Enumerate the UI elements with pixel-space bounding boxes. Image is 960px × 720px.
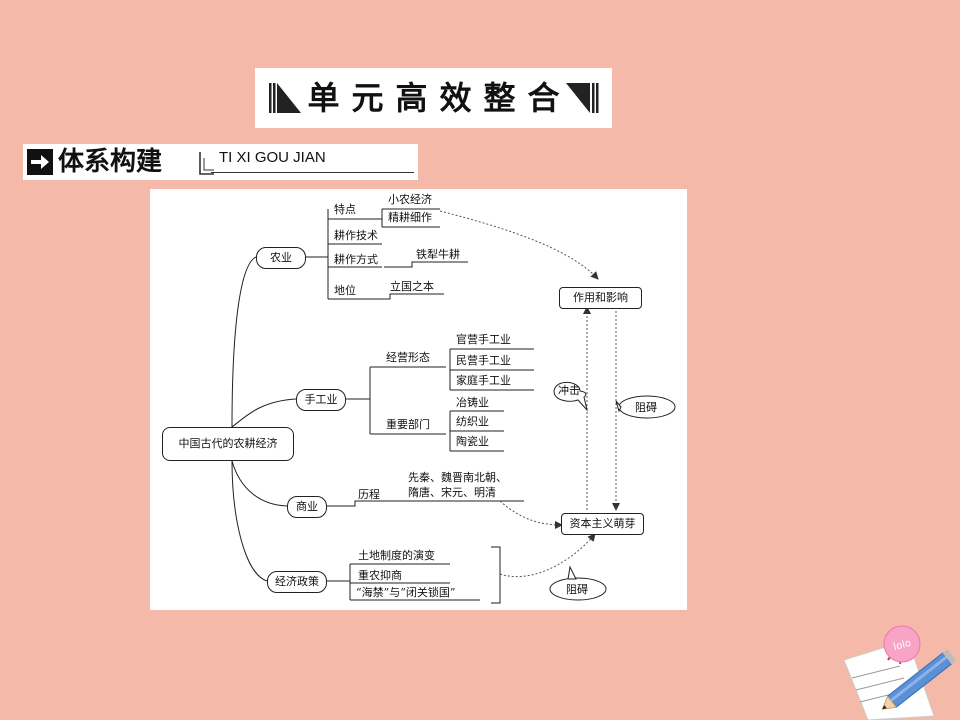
section-subtitle: TI XI GOU JIAN: [219, 149, 326, 166]
handicraft-sector-textile: 纺织业: [456, 415, 489, 428]
title-left-ornament-icon: [269, 83, 301, 113]
agri-method-value: 铁犁牛耕: [416, 248, 460, 261]
agriculture-node: 农业: [256, 247, 306, 269]
capitalism-node: 资本主义萌芽: [561, 513, 644, 535]
stamp-text: lolo: [892, 638, 912, 653]
handicraft-sector-metal: 冶铸业: [456, 396, 489, 409]
corner-bracket-icon: [199, 152, 214, 175]
agri-features-label: 特点: [334, 203, 356, 216]
agri-status-label: 地位: [334, 284, 356, 297]
concept-map: 中国古代的农耕经济 农业 特点 小农经济 精耕细作 耕作技术 耕作方式 铁犁牛耕…: [150, 189, 687, 610]
section-heading: 体系构建 TI XI GOU JIAN: [23, 144, 418, 180]
handicraft-sector-ceramic: 陶瓷业: [456, 435, 489, 448]
influence-node: 作用和影响: [559, 287, 642, 309]
agri-method-label: 耕作方式: [334, 253, 378, 266]
section-underline: [211, 172, 414, 173]
unit-title: 单元高效整合: [307, 79, 572, 117]
commerce-history-label: 历程: [358, 488, 380, 501]
arrow-box-icon: [27, 149, 53, 175]
impact-bubble-label: 冲击: [558, 384, 580, 397]
agri-feature-intensive: 精耕细作: [388, 211, 432, 224]
section-title: 体系构建: [58, 147, 163, 177]
handicraft-sectors-label: 重要部门: [386, 418, 430, 431]
handicraft-form-private: 民营手工业: [456, 354, 511, 367]
agri-feature-small-peasant: 小农经济: [388, 193, 432, 206]
hinder-bubble-label-1: 阻碍: [635, 401, 657, 414]
policy-agri-priority: 重农抑商: [358, 569, 402, 582]
pencil-paper-icon: lolo: [843, 625, 957, 720]
agri-technique-label: 耕作技术: [334, 229, 378, 242]
agri-status-value: 立国之本: [390, 280, 434, 293]
commerce-node: 商业: [287, 496, 327, 518]
handicraft-forms-label: 经营形态: [386, 351, 430, 364]
policy-land-system: 土地制度的演变: [358, 549, 435, 562]
handicraft-form-official: 官营手工业: [456, 333, 511, 346]
unit-title-banner: 单元高效整合: [255, 68, 612, 128]
commerce-history-line1: 先秦、魏晋南北朝、: [408, 471, 507, 484]
hinder-bubble-label-2: 阻碍: [566, 583, 588, 596]
handicraft-node: 手工业: [296, 389, 346, 411]
root-node: 中国古代的农耕经济: [162, 427, 294, 461]
title-right-ornament-icon: [566, 83, 599, 113]
policy-sea-ban: “海禁”与“闭关锁国”: [356, 586, 456, 599]
commerce-history-line2: 隋唐、宋元、明清: [408, 486, 496, 499]
handicraft-form-family: 家庭手工业: [456, 374, 511, 387]
connector-lines: [231, 208, 620, 604]
policy-node: 经济政策: [267, 571, 327, 593]
